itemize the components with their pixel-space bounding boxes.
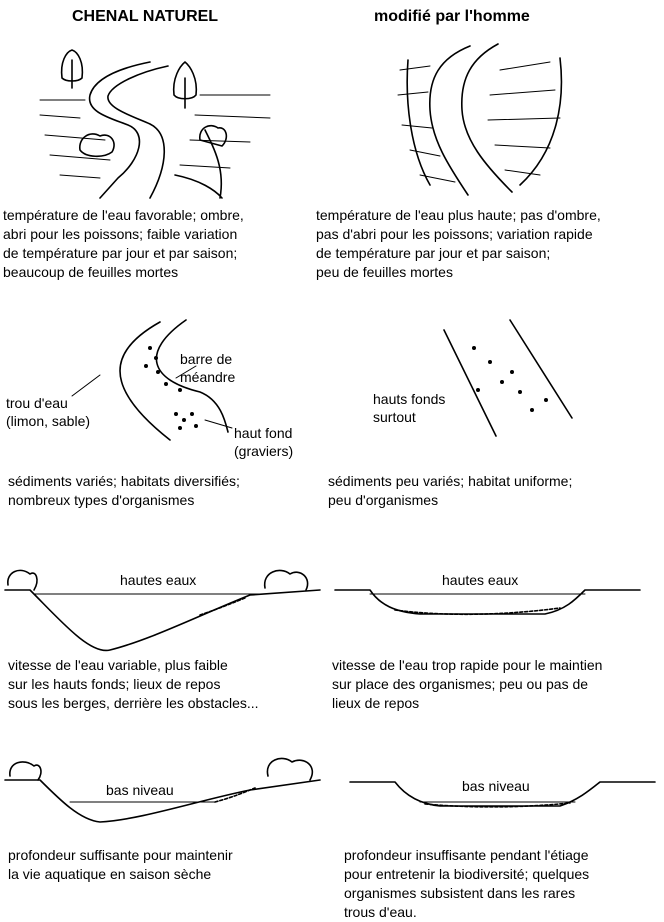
label-haut-fond: haut fond (graviers) — [234, 425, 294, 459]
modified-cross-section-low — [349, 781, 656, 808]
natural-depth-text: profondeur suffisante pour maintenir la … — [8, 847, 233, 882]
natural-cross-section-low — [4, 757, 321, 823]
label-hautes-eaux-modified: hautes eaux — [442, 572, 519, 588]
natural-sediment-text: sédiments variés; habitats diversifiés; … — [8, 473, 240, 508]
modified-temperature-text: température de l'eau plus haute; pas d'o… — [316, 207, 601, 280]
natural-cross-section-high — [4, 569, 321, 652]
natural-temperature-text: température de l'eau favorable; ombre, a… — [3, 207, 244, 280]
modified-cross-section-high — [334, 589, 641, 616]
label-bas-niveau-natural: bas niveau — [106, 782, 174, 798]
label-bas-niveau-modified: bas niveau — [462, 778, 530, 794]
uniform-channel-sketch — [443, 319, 573, 437]
label-trou-d-eau: trou d'eau (limon, sable) — [6, 395, 91, 429]
label-hautes-eaux-natural: hautes eaux — [120, 572, 197, 588]
modified-velocity-text: vitesse de l'eau trop rapide pour le mai… — [332, 657, 603, 711]
natural-velocity-text: vitesse de l'eau variable, plus faible s… — [8, 657, 259, 711]
meander-sketch — [71, 319, 233, 441]
label-hauts-fonds: hauts fonds surtout — [373, 391, 446, 425]
modified-sediment-text: sédiments peu variés; habitat uniforme; … — [328, 473, 573, 508]
natural-channel-sketch — [39, 49, 271, 199]
header-modified-channel: modifié par l'homme — [374, 8, 530, 25]
label-barre-de-meandre: barre de méandre — [180, 351, 236, 385]
header-natural-channel: CHENAL NATUREL — [72, 8, 219, 25]
modified-depth-text: profondeur insuffisante pendant l'étiage… — [344, 847, 590, 920]
modified-channel-sketch — [397, 43, 563, 196]
